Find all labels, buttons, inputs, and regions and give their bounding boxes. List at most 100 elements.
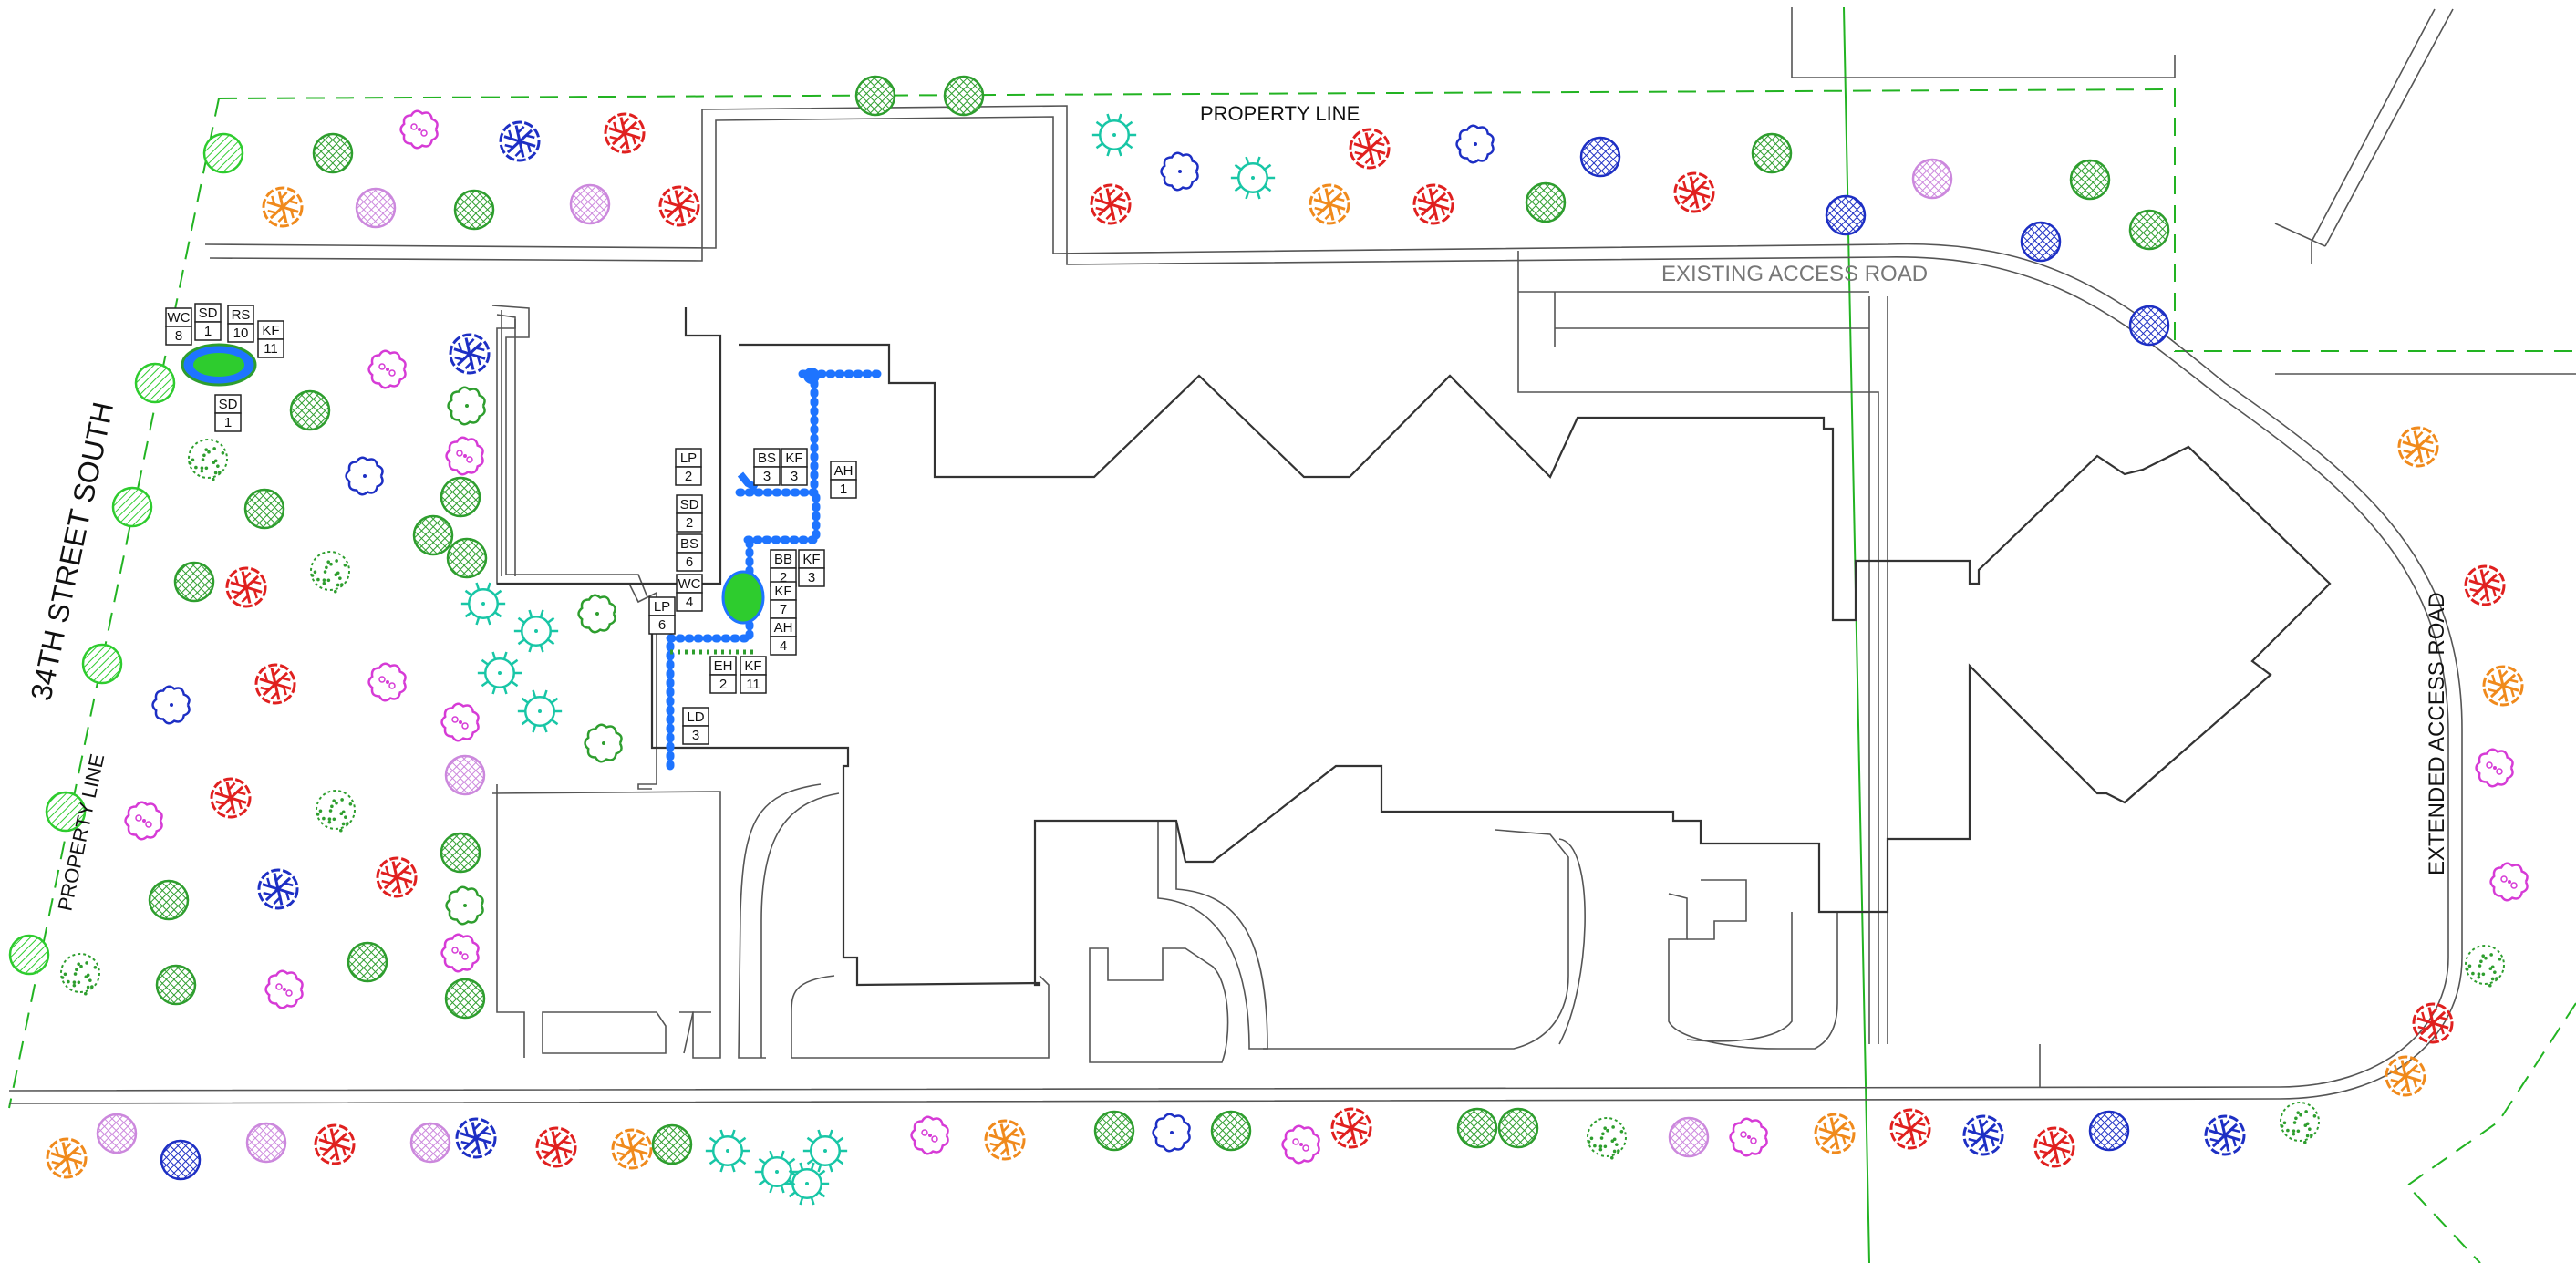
branching-tree-icon [314,1123,356,1165]
cross-hatch-tree-icon [2128,305,2170,347]
star-tree-icon [513,609,559,653]
plant-tag-qty: 3 [791,469,798,484]
plant-tag: WC8 [165,307,192,346]
plant-tag-qty: 1 [204,324,212,339]
planting-beds [181,343,889,771]
scalloped-tree-icon [1729,1117,1768,1157]
cross-hatch-tree-icon [347,941,388,983]
plant-tag-qty: 11 [746,677,760,692]
branching-tree-icon [2482,665,2524,707]
cross-hatch-tree-icon [444,754,486,796]
cross-hatch-tree-icon [2088,1110,2130,1152]
branching-tree-icon [2204,1114,2246,1156]
cross-hatch-tree-icon [160,1139,202,1181]
plant-tag-code: LD [687,709,704,725]
scalloped-tree-icon [151,685,191,725]
plant-tag-code: BS [758,450,776,466]
plant-tag-code: AH [834,463,853,479]
plant-tag-qty: 2 [685,469,692,484]
branching-tree-icon [376,856,418,898]
plant-tag-qty: 2 [780,570,787,585]
branching-tree-icon [1889,1108,1931,1150]
scalloped-tree-icon [440,702,480,742]
stipple-tree-icon [2465,945,2505,988]
star-tree-icon [784,1162,830,1206]
cross-hatch-tree-icon [1825,194,1867,236]
cross-hatch-tree-icon [1751,132,1793,174]
branching-tree-icon [449,333,491,375]
cross-hatch-tree-icon [2020,221,2062,263]
plant-tag-code: SD [219,397,238,412]
scalloped-tree-icon [1281,1124,1320,1165]
plant-tag-code: KF [785,450,802,466]
branching-tree-icon [1412,183,1454,225]
stipple-tree-icon [316,790,356,833]
plant-tag-code: RS [232,307,251,323]
scalloped-tree-icon [910,1115,949,1155]
scalloped-tree-icon [440,933,480,973]
star-tree-icon [477,651,522,695]
property-line-left-label: PROPERTY LINE [53,751,109,913]
plant-tag-code: BS [680,536,698,552]
cross-hatch-tree-icon [1668,1116,1710,1158]
plant-tag-code: AH [774,620,793,636]
branching-tree-icon [2464,564,2506,606]
scalloped-tree-icon [399,109,439,150]
cross-hatch-tree-icon [453,189,495,231]
branching-tree-icon [604,112,646,154]
cross-hatch-tree-icon [444,978,486,1020]
plant-tag-code: LP [680,450,697,466]
plant-tag-qty: 8 [175,328,182,344]
tree-symbols [8,75,2529,1206]
scalloped-tree-icon [584,723,623,763]
cross-hatch-tree-icon [412,514,454,556]
star-tree-icon [460,582,506,626]
plant-tag: EH2 [709,656,737,694]
branching-tree-icon [1673,171,1715,213]
scalloped-tree-icon [124,801,163,841]
plant-tag-qty: 11 [264,341,278,357]
cross-hatch-tree-icon [243,488,285,530]
plant-tag: BS 3 [753,448,781,486]
branching-tree-icon [1349,128,1391,170]
plant-tag: AH4 [770,617,797,656]
cross-hatch-tree-icon [155,964,197,1006]
scalloped-tree-icon [445,885,484,926]
existing-road-label: EXISTING ACCESS ROAD [1661,262,1928,286]
scalloped-tree-icon [1152,1113,1191,1153]
star-tree-icon [1230,156,1276,200]
scalloped-tree-icon [264,969,304,1009]
cross-hatch-tree-icon [1911,158,1953,200]
plant-tag-code: LP [654,599,670,615]
cross-hatch-tree-icon [2069,159,2111,201]
plant-tag-code: KF [262,323,279,338]
plant-tag-qty: 1 [224,415,232,430]
plant-tag-code: EH [714,658,733,674]
cross-hatch-tree-icon [355,187,397,229]
stipple-tree-icon [2280,1102,2320,1144]
plant-tag-code: WC [678,576,701,592]
plant-tag-qty: 3 [763,469,771,484]
cross-hatch-tree-icon [134,362,176,404]
cross-hatch-tree-icon [96,1113,138,1154]
branching-tree-icon [262,186,304,228]
plant-tag: SD1 [194,303,222,341]
stipple-tree-icon [188,439,228,481]
plant-tag: BB2 [770,549,797,587]
cross-hatch-tree-icon [440,832,481,874]
cross-hatch-tree-icon [202,132,244,174]
branching-tree-icon [2397,426,2439,468]
scalloped-tree-icon [367,349,407,389]
cross-hatch-tree-icon [1497,1107,1539,1149]
cross-hatch-tree-icon [409,1122,451,1164]
cross-hatch-tree-icon [148,879,190,921]
plant-tag-qty: 3 [808,570,815,585]
roads [8,7,2576,1104]
cross-hatch-tree-icon [1210,1110,1252,1152]
cross-hatch-tree-icon [446,537,488,579]
scalloped-tree-icon [577,594,616,634]
cross-hatch-tree-icon [943,75,985,117]
plant-tag: WC4 [676,574,703,612]
